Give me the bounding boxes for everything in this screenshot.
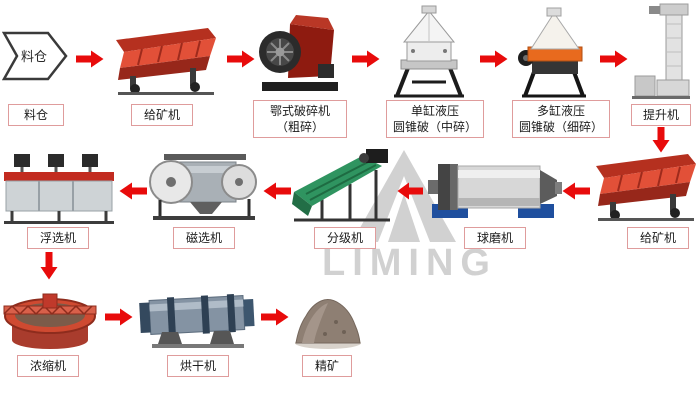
label-concentrate: 精矿 [302, 355, 352, 377]
label-ball-mill: 球磨机 [464, 227, 526, 249]
single-cylinder-cone-crusher-icon [388, 4, 470, 100]
arrow-dryer-to-concentrate-icon [261, 308, 289, 331]
label-thickener: 浓缩机 [17, 355, 79, 377]
label-bucket-elevator: 提升机 [631, 104, 691, 126]
label-jaw-crusher: 鄂式破碎机 （粗碎） [253, 100, 347, 138]
bucket-elevator-icon [630, 2, 692, 100]
vibrating-feeder-2-icon [590, 150, 700, 222]
arrow-flotation-down-icon [40, 252, 58, 285]
arrow-magsep-to-flotation-icon [119, 182, 147, 205]
vibrating-feeder-icon [110, 24, 222, 96]
arrow-feeder2-to-ballmill-icon [562, 182, 590, 205]
multi-cylinder-cone-crusher-icon [514, 6, 594, 100]
arrow-cone2-to-elevator-icon [600, 50, 628, 73]
arrow-cone1-to-cone2-icon [480, 50, 508, 73]
label-silo: 料仓 [8, 104, 64, 126]
label-multi-cylinder-cone-crusher: 多缸液压 圆锥破（细碎） [512, 100, 610, 138]
label-feeder-2: 给矿机 [627, 227, 689, 249]
arrow-jaw-to-cone1-icon [352, 50, 380, 73]
magnetic-separator-icon [148, 150, 260, 222]
silo-icon: 料仓 [2, 30, 68, 82]
arrow-ballmill-to-classifier-icon [397, 182, 423, 205]
arrow-classifier-to-magsep-icon [263, 182, 291, 205]
ball-mill-icon [424, 156, 562, 222]
thickener-icon [2, 282, 98, 354]
label-flotation-machine: 浮选机 [27, 227, 89, 249]
rotary-dryer-icon [138, 284, 256, 350]
liming-watermark-text: LIMING [322, 242, 497, 284]
spiral-classifier-icon [292, 146, 397, 224]
label-magnetic-separator: 磁选机 [173, 227, 235, 249]
arrow-silo-to-feeder-icon [76, 50, 104, 73]
flotation-machine-icon [2, 146, 116, 226]
arrow-elevator-down-icon [652, 127, 670, 158]
jaw-crusher-icon [256, 8, 342, 98]
concentrate-pile-icon [292, 288, 364, 350]
silo-inner-text: 料仓 [21, 49, 47, 64]
label-single-cylinder-cone-crusher: 单缸液压 圆锥破（中碎） [386, 100, 484, 138]
arrow-feeder-to-jaw-crusher-icon [227, 50, 255, 73]
arrow-thickener-to-dryer-icon [105, 308, 133, 331]
label-feeder-1: 给矿机 [131, 104, 193, 126]
label-dryer: 烘干机 [167, 355, 229, 377]
label-classifier: 分级机 [314, 227, 376, 249]
